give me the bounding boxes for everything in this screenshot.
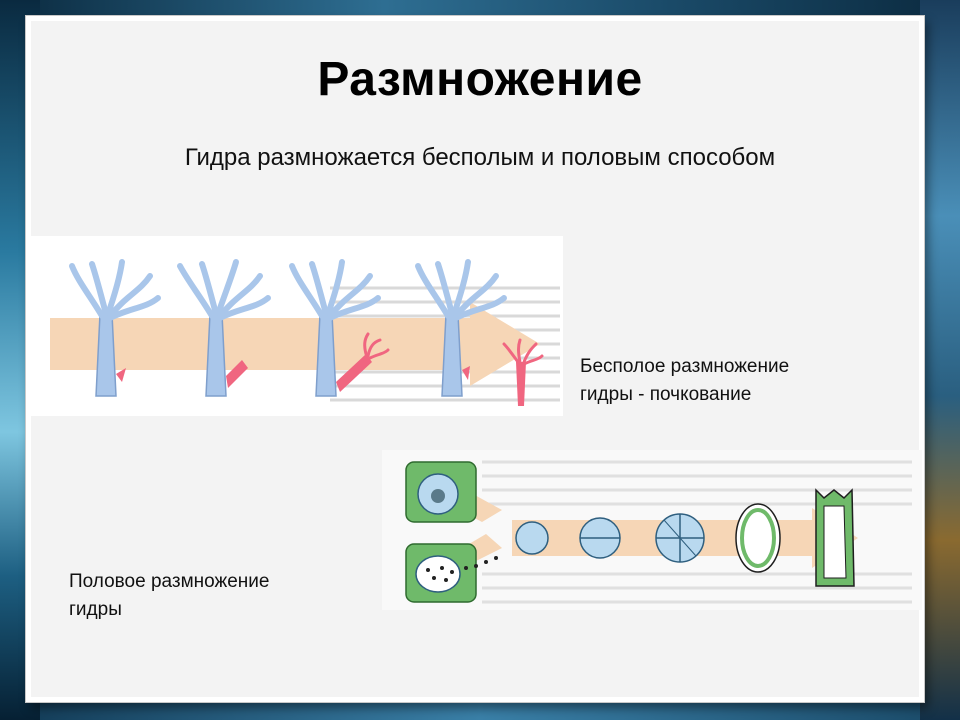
slide-subtitle: Гидра размножается бесполым и половым сп… bbox=[184, 144, 776, 171]
sexual-label-line-2: гидры bbox=[69, 599, 122, 620]
background-right bbox=[920, 0, 960, 720]
detached-bud-icon bbox=[502, 338, 544, 406]
blastula-icon bbox=[735, 503, 781, 573]
sexual-reproduction-label: Половое размножение гидры bbox=[69, 568, 269, 624]
young-hydra-icon bbox=[815, 488, 855, 587]
multi-cell-stage-icon bbox=[655, 513, 705, 563]
two-cell-stage-icon bbox=[579, 517, 621, 559]
egg-cell-icon bbox=[405, 461, 477, 523]
hydra-3-icon bbox=[289, 259, 390, 397]
hydra-1-icon bbox=[69, 259, 161, 397]
asexual-label-line-1: Бесполое размножение bbox=[580, 356, 790, 377]
sexual-label-line-1: Половое размножение bbox=[69, 571, 270, 592]
slide-title: Размножение bbox=[317, 53, 643, 106]
hydra-sexual-reproduction-illustration bbox=[382, 450, 922, 610]
sperm-cell-icon bbox=[405, 543, 498, 603]
asexual-reproduction-label: Бесполое размножение гидры - почкование bbox=[580, 353, 789, 409]
hydra-4-icon bbox=[415, 259, 507, 397]
asexual-label-line-2: гидры - почкование bbox=[580, 384, 752, 405]
hydra-budding-illustration bbox=[30, 236, 563, 416]
zygote-icon bbox=[515, 521, 549, 555]
hydra-2-icon bbox=[177, 259, 271, 397]
